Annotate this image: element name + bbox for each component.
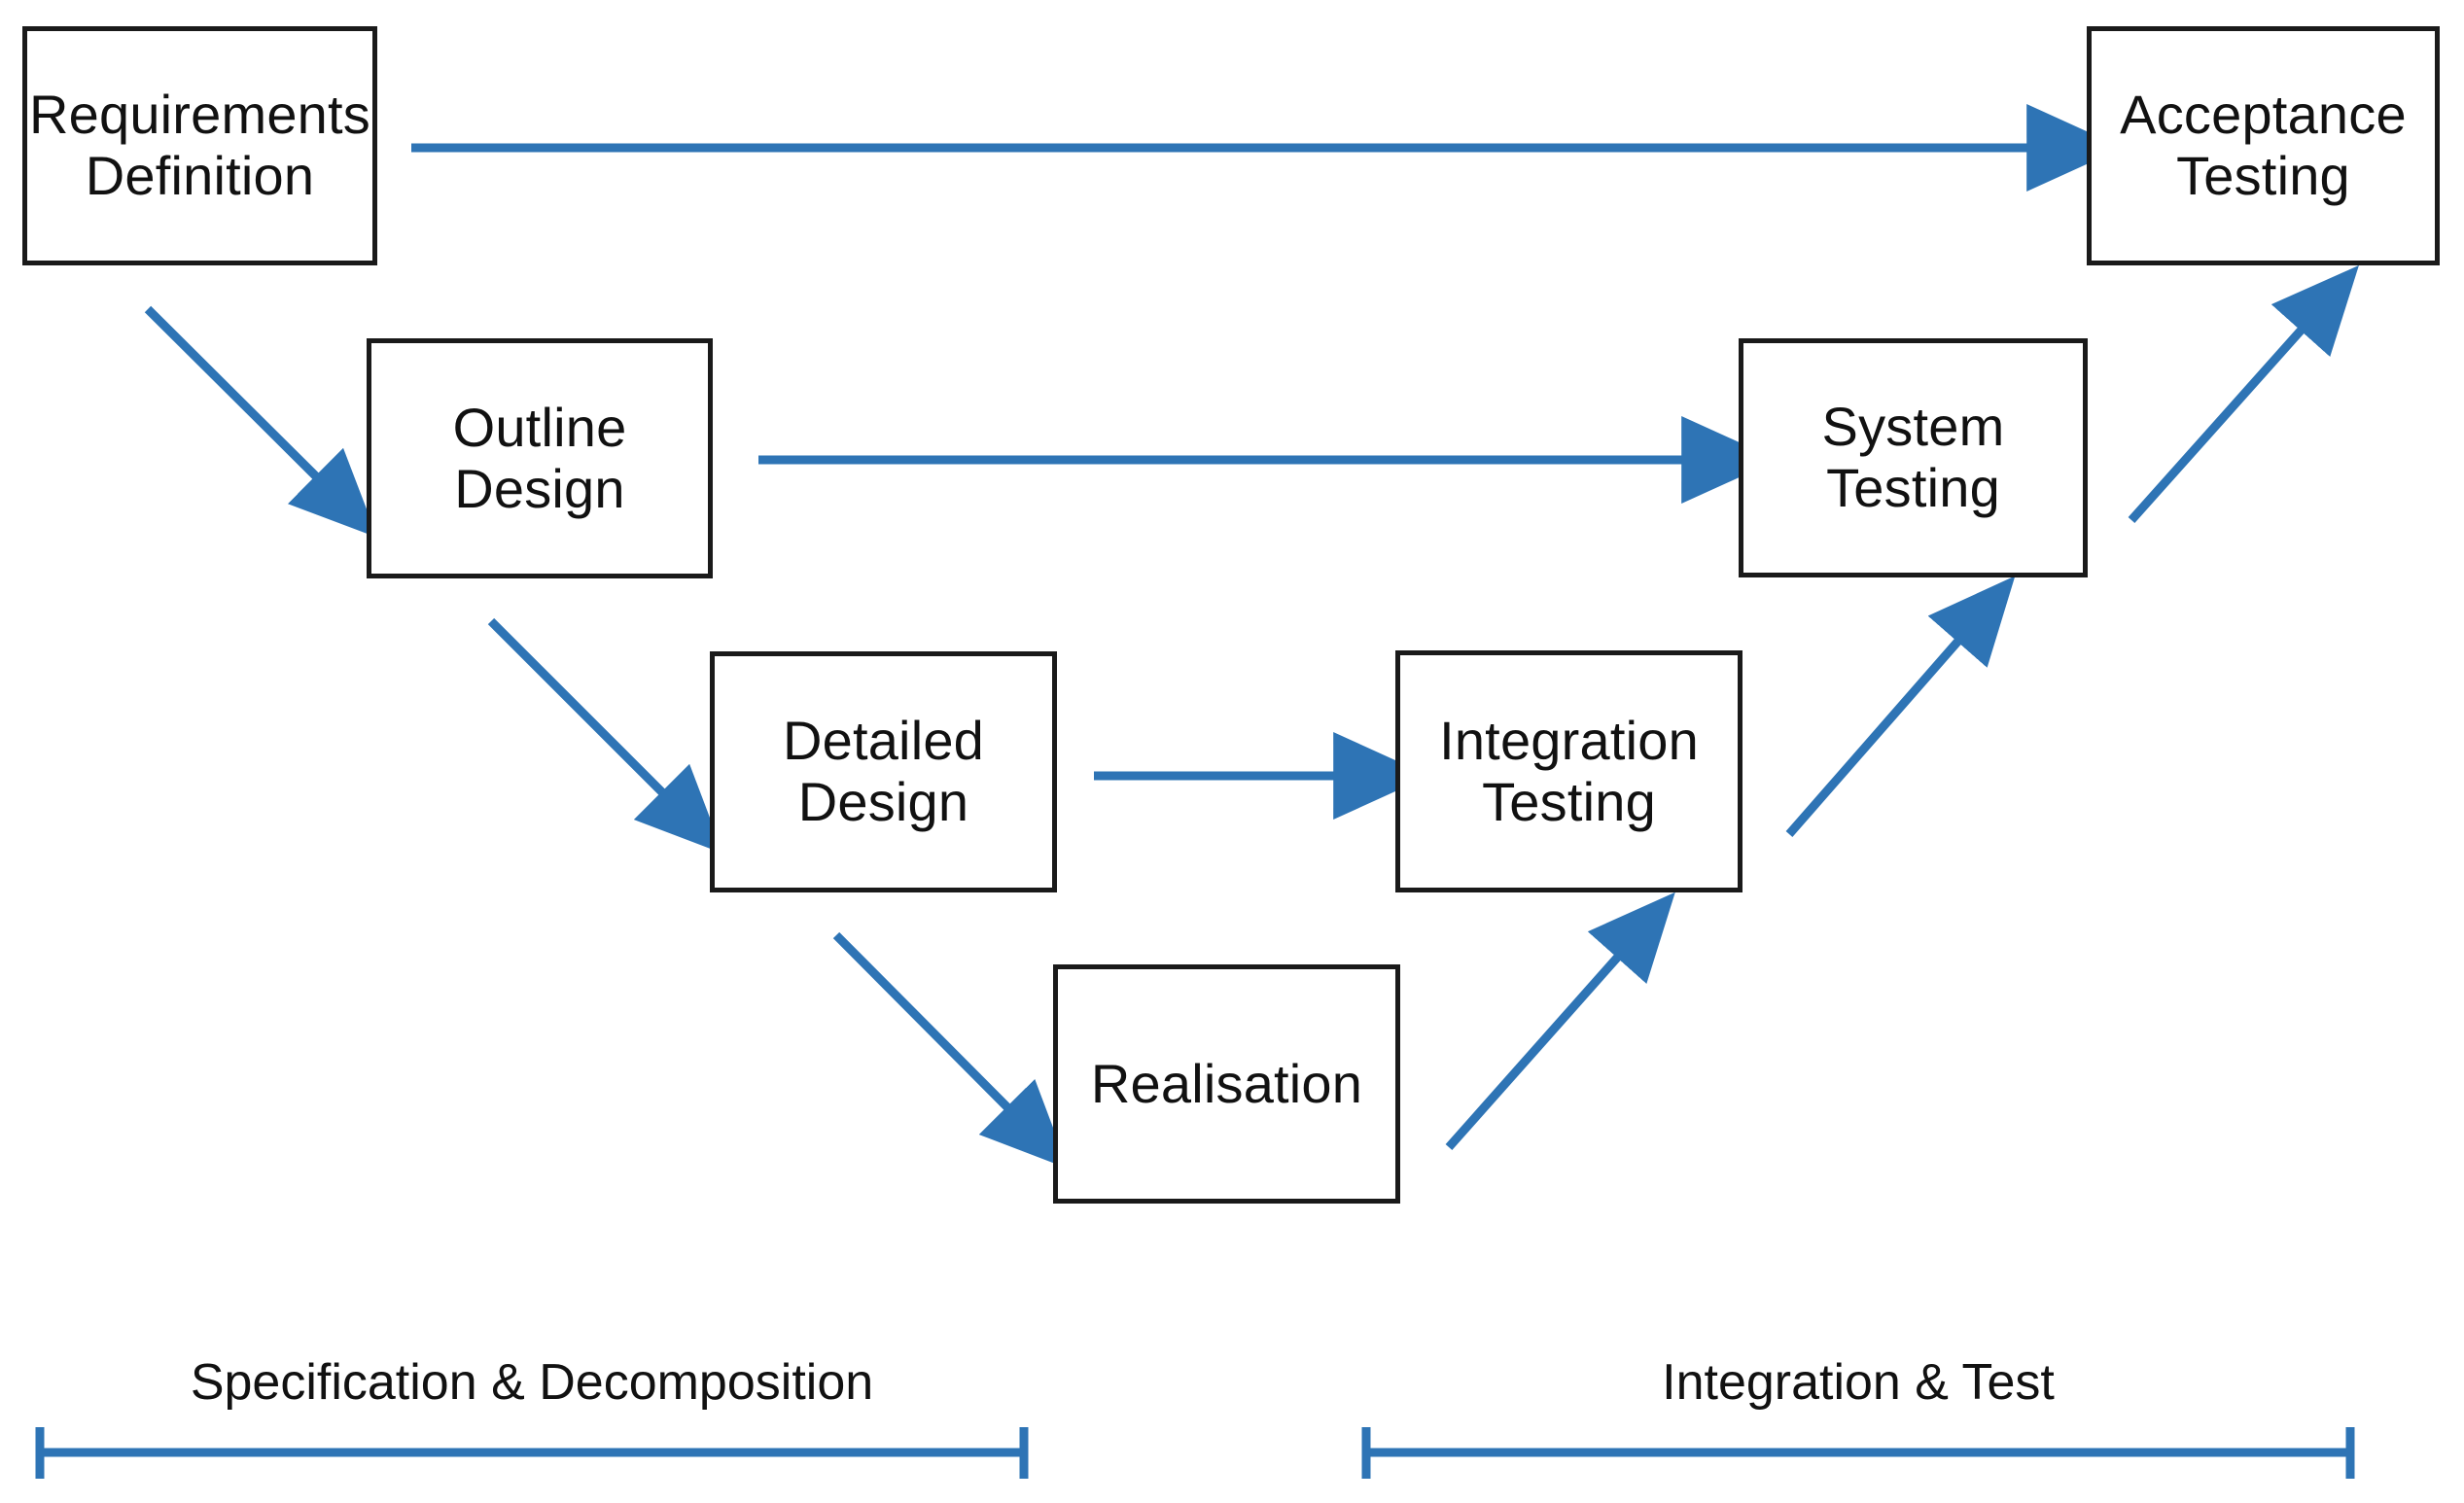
phase-label-integration-test: Integration & Test <box>1662 1354 2055 1411</box>
stage-box-realisation[interactable]: Realisation <box>1053 964 1400 1204</box>
stage-box-detailed-design[interactable]: Detailed Design <box>710 651 1057 892</box>
stage-label-detailed-design: Detailed Design <box>782 710 985 832</box>
stage-box-acceptance-testing[interactable]: Acceptance Testing <box>2087 26 2440 265</box>
arrow-outline-to-detailed <box>487 617 724 855</box>
stage-label-system-testing: System Testing <box>1821 396 2005 518</box>
stage-label-integration-testing: Integration Testing <box>1439 709 1699 832</box>
arrow-requirements-to-outline <box>144 305 378 538</box>
phase-label-specification-decomposition: Specification & Decomposition <box>190 1354 874 1411</box>
arrow-integration-to-system <box>1785 576 2016 837</box>
stage-box-outline-design[interactable]: Outline Design <box>367 338 713 578</box>
stage-label-outline-design: Outline Design <box>452 396 627 519</box>
stage-box-system-testing[interactable]: System Testing <box>1739 338 2088 577</box>
stage-label-realisation: Realisation <box>1090 1052 1363 1114</box>
stage-box-requirements-definition[interactable]: Requirements Definition <box>22 26 377 265</box>
stage-box-integration-testing[interactable]: Integration Testing <box>1395 650 1742 892</box>
stage-label-acceptance-testing: Acceptance Testing <box>2120 84 2407 206</box>
bracket-integration-test <box>1361 1427 2355 1479</box>
stage-label-requirements-definition: Requirements Definition <box>28 84 370 206</box>
bracket-specification-decomposition <box>35 1427 1029 1479</box>
arrow-detailed-to-realisation <box>832 931 1069 1170</box>
arrow-realisation-to-integration <box>1445 891 1675 1150</box>
arrow-system-to-acceptance <box>2128 264 2359 523</box>
